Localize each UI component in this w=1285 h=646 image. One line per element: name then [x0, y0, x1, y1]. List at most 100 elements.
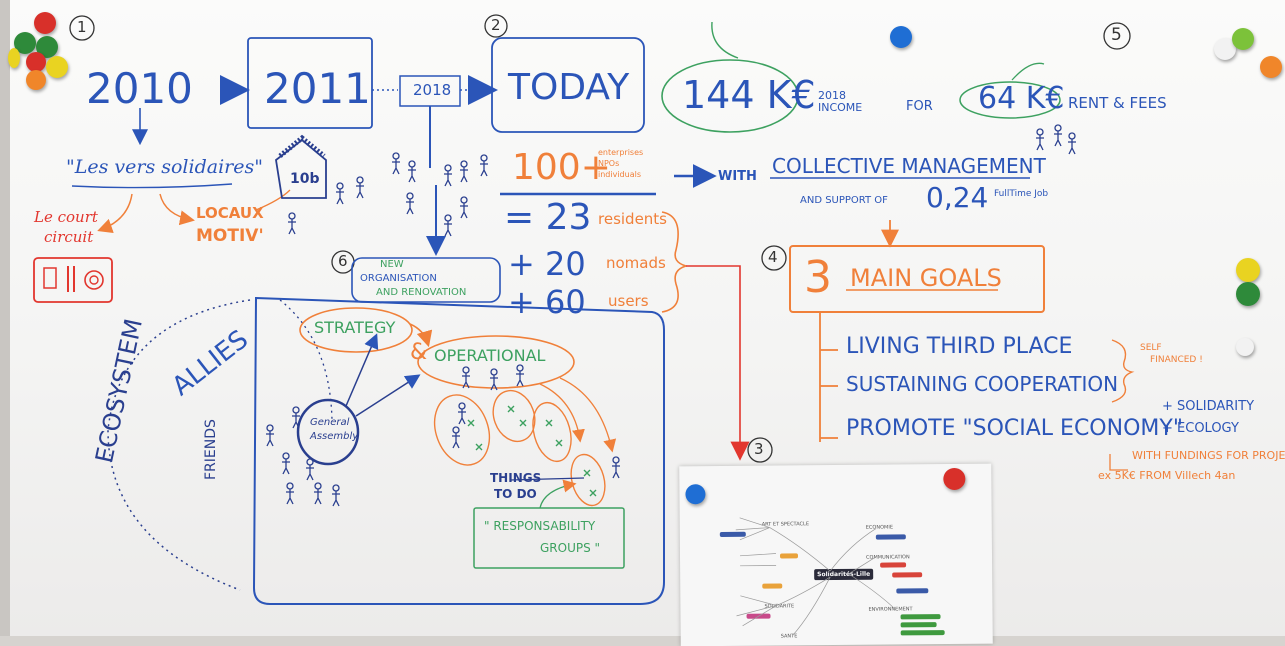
- fte-label: FullTime Job: [994, 189, 1049, 199]
- box-2011: [247, 37, 373, 129]
- fund-arrow: [1109, 454, 1128, 471]
- support-label: AND SUPPORT OF: [800, 195, 888, 206]
- new-org-box: [351, 257, 501, 303]
- ecosystem-arc: [107, 299, 251, 591]
- marker-2: 2: [491, 16, 501, 34]
- magnet-red-paper: [943, 467, 966, 491]
- goal-promote: PROMOTE "SOCIAL ECONOMY": [846, 416, 1183, 441]
- self-financed-2: FINANCED !: [1150, 355, 1203, 365]
- magnet-yellow-2: [1236, 258, 1260, 282]
- magnet-green-3: [1236, 282, 1260, 306]
- year-2010: 2010: [86, 64, 193, 113]
- today-label: TODAY: [508, 67, 630, 108]
- nomads-label: nomads: [606, 254, 666, 272]
- arrow-to-court-circuit: [97, 193, 133, 234]
- goal-extra-ecology: + ECOLOGY: [1162, 421, 1239, 436]
- locaux-line2: MOTIV': [196, 226, 264, 246]
- things-line1: THINGS: [490, 471, 542, 485]
- goals-number: 3: [804, 252, 832, 303]
- people-figures: [266, 124, 1076, 507]
- income-label-line1: 2018: [818, 89, 846, 102]
- residents-label: residents: [598, 210, 668, 228]
- operational-label: OPERATIONAL: [434, 346, 546, 365]
- red-arrow-to-paper: [686, 265, 750, 461]
- strategy-operational-link: [409, 323, 433, 348]
- whiteboard-frame-edge: [0, 0, 10, 636]
- rent-amount: 64 K€: [978, 81, 1065, 116]
- arrow-to-house: [255, 189, 291, 211]
- income-arrow: [711, 21, 739, 59]
- org-frame: [252, 296, 665, 605]
- magnet-blue-paper: [685, 484, 706, 505]
- goals-tree: [819, 312, 838, 442]
- nomads-number: + 20: [508, 245, 586, 283]
- count-100-note-1: enterprises: [598, 148, 644, 157]
- goal-extra-solidarity: + SOLIDARITY: [1162, 399, 1255, 414]
- arrow-to-locaux: [159, 193, 195, 226]
- fundings-line1: WITH FUNDINGS FOR PROJECTS: [1132, 449, 1285, 462]
- residents-number: = 23: [504, 197, 592, 238]
- magnet-green-2: [36, 36, 58, 58]
- income-amount: 144 K€: [682, 73, 816, 117]
- new-org-line3: AND RENOVATION: [376, 287, 467, 298]
- general-assembly-circle: [296, 398, 360, 466]
- users-label: users: [608, 292, 649, 310]
- house-icon: [275, 138, 327, 199]
- box-today: [491, 37, 645, 133]
- strategy-ellipse: [299, 307, 413, 353]
- year-2018: 2018: [413, 81, 452, 99]
- users-number: + 60: [508, 283, 586, 321]
- marker-5: 5: [1111, 25, 1122, 45]
- locaux-line1: LOCAUX: [196, 204, 264, 222]
- marker-4: 4: [768, 248, 778, 266]
- goals-title: MAIN GOALS: [850, 264, 1002, 292]
- marker-circle-5: [1103, 22, 1131, 50]
- responsibility-box: [473, 507, 625, 569]
- vers-solidaires: "Les vers solidaires": [66, 156, 263, 178]
- marker-circle-1: [69, 15, 95, 41]
- magnet-yellow-edge: [8, 48, 20, 68]
- count-100-note-2: NPOs: [598, 159, 620, 168]
- house-number: 10b: [290, 171, 320, 187]
- income-circle: [661, 59, 799, 133]
- self-financed-1: SELF: [1140, 343, 1162, 353]
- magnet-green: [14, 32, 36, 54]
- magnet-red-2: [26, 52, 46, 72]
- court-circuit-line2: circuit: [44, 228, 94, 246]
- court-circuit-line1: Le court: [34, 208, 98, 226]
- magnet-white-2: [1236, 338, 1254, 356]
- magnet-blue: [890, 26, 912, 48]
- goal-sustaining: SUSTAINING COOPERATION: [846, 372, 1119, 396]
- income-label-line2: INCOME: [818, 101, 863, 114]
- responsibility-line2: GROUPS ": [540, 541, 601, 555]
- magnet-orange-2: [1260, 56, 1282, 78]
- task-marks: [467, 405, 597, 497]
- new-org-line1: NEW: [380, 259, 404, 270]
- responsibility-line1: " RESPONSABILITY: [484, 519, 596, 533]
- printed-mindmap: Solidarités-Lille ART ET SPECTACLE COMMU…: [679, 463, 993, 646]
- new-org-line2: ORGANISATION: [360, 273, 437, 284]
- general-assembly-line2: Assembly: [310, 431, 359, 442]
- count-100: 100+: [512, 147, 611, 188]
- magnet-red: [34, 12, 56, 34]
- income-for: FOR: [906, 99, 933, 114]
- amp-label: &: [410, 340, 428, 365]
- rent-arrow: [1011, 62, 1045, 81]
- fte-value: 0,24: [926, 181, 989, 214]
- with-label: WITH: [718, 169, 757, 184]
- magnet-white: [1214, 38, 1236, 60]
- self-brace: [1111, 339, 1135, 403]
- fundings-line2: ex 5K€ FROM Villech 4an: [1098, 469, 1236, 482]
- strategy-label: STRATEGY: [314, 318, 396, 337]
- marker-6: 6: [338, 252, 348, 270]
- rent-label: RENT & FEES: [1068, 94, 1167, 112]
- magnet-orange: [26, 70, 46, 90]
- year-2011: 2011: [264, 64, 371, 113]
- magnet-lime: [1232, 28, 1254, 50]
- marker-circle-2: [484, 14, 508, 38]
- underline-vers-solidaires: [71, 183, 233, 189]
- friends-label: FRIENDS: [203, 419, 219, 480]
- collective-management: COLLECTIVE MANAGEMENT: [772, 154, 1046, 178]
